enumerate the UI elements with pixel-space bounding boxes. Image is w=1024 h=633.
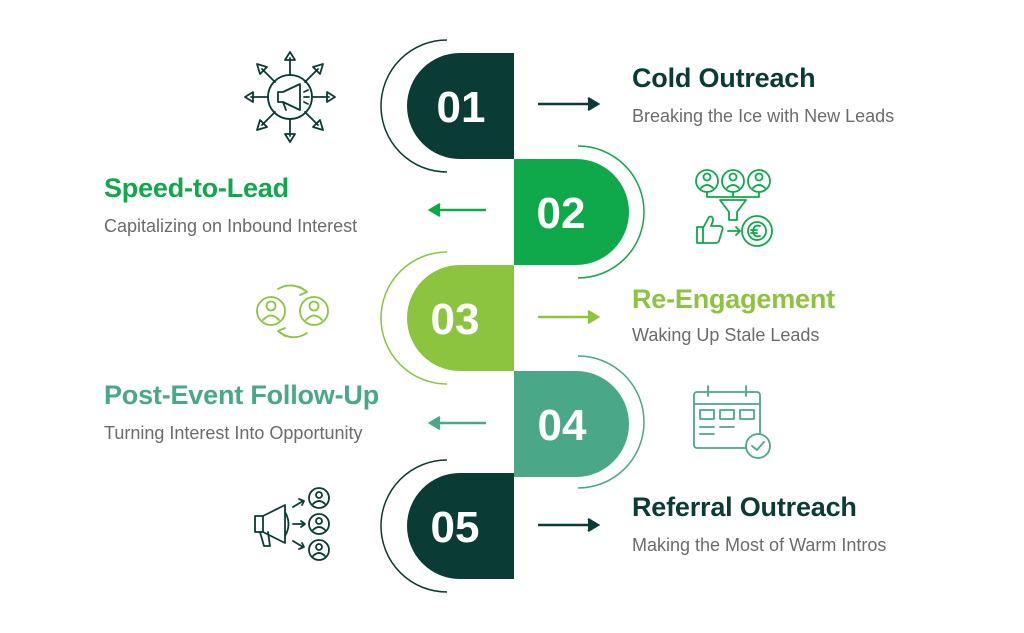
step-02-subtitle: Capitalizing on Inbound Interest	[104, 216, 358, 236]
step-04: 04	[427, 355, 771, 489]
step-01-shape	[407, 53, 514, 159]
step-02-title: Speed-to-Lead	[104, 173, 289, 203]
megaphone-broadcast-icon	[244, 51, 336, 143]
calendar-check-icon	[693, 385, 771, 459]
step-01-outline-arc	[380, 39, 448, 173]
step-03-shape	[407, 265, 514, 371]
step-01-number: 01	[437, 83, 486, 132]
step-02: 02	[427, 145, 773, 279]
step-04-title: Post-Event Follow-Up	[104, 380, 379, 410]
step-05-arrow-icon	[538, 517, 601, 533]
step-05-number: 05	[431, 503, 480, 552]
step-04-subtitle: Turning Interest Into Opportunity	[104, 423, 363, 443]
people-refresh-icon	[256, 284, 329, 339]
step-04-shape	[514, 371, 629, 477]
step-02-outline-arc	[577, 145, 645, 279]
step-03-subtitle: Waking Up Stale Leads	[632, 325, 820, 345]
step-05-outline-arc	[380, 459, 448, 593]
step-04-number: 04	[538, 401, 587, 450]
step-01: 01	[244, 39, 601, 173]
step-02-arrow-icon	[427, 202, 486, 218]
step-04-outline-arc	[577, 355, 645, 489]
step-03-number: 03	[431, 295, 480, 344]
step-05-title: Referral Outreach	[632, 492, 857, 522]
step-03: 03	[256, 251, 601, 385]
step-01-subtitle: Breaking the Ice with New Leads	[632, 106, 895, 126]
step-03-arrow-icon	[538, 309, 601, 325]
step-05-subtitle: Making the Most of Warm Intros	[632, 535, 887, 555]
step-02-number: 02	[537, 189, 586, 238]
step-01-title: Cold Outreach	[632, 63, 816, 93]
lead-funnel-conversion-icon	[695, 169, 773, 247]
step-02-shape	[514, 159, 629, 265]
step-03-outline-arc	[380, 251, 448, 385]
step-05: 05	[254, 459, 601, 593]
step-01-arrow-icon	[538, 96, 601, 112]
megaphone-referral-icon	[254, 487, 330, 561]
step-05-shape	[407, 473, 514, 579]
step-03-title: Re-Engagement	[632, 284, 835, 314]
step-04-arrow-icon	[427, 415, 486, 431]
